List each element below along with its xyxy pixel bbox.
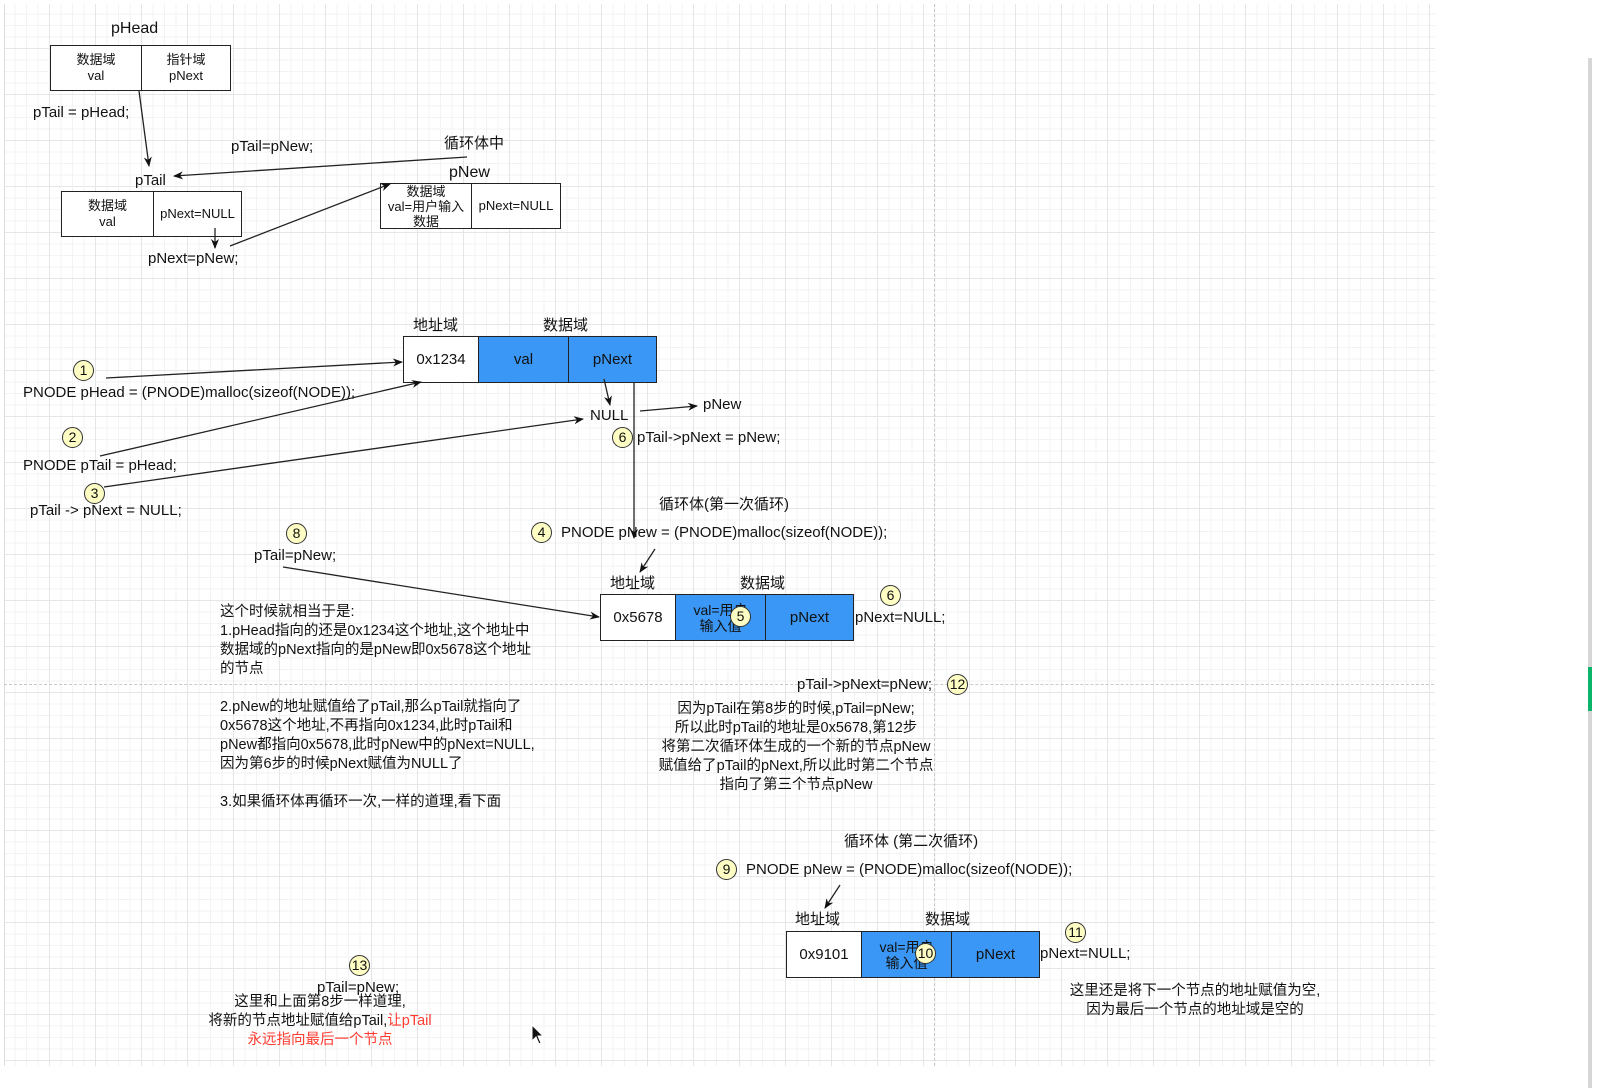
phead-node[interactable]: 数据域 val 指针域 pNext bbox=[50, 45, 231, 91]
node1-data-header: 数据域 bbox=[543, 317, 589, 334]
step-badge-10: 10 bbox=[915, 943, 936, 964]
pnew-label-top: pNew bbox=[449, 164, 490, 181]
step11-code: pNext=NULL; bbox=[1040, 945, 1131, 962]
step13-code: pTail=pNew; bbox=[317, 979, 400, 996]
diagram-canvas[interactable] bbox=[4, 4, 1435, 1066]
ptail-node[interactable]: 数据域 val pNext=NULL bbox=[61, 191, 242, 237]
scrollbar-thumb[interactable] bbox=[1588, 667, 1592, 711]
pnext-assign-label: pNext=pNew; bbox=[148, 250, 239, 267]
node2[interactable]: 0x5678 val=用户 输入值 pNext bbox=[600, 594, 854, 641]
step-badge-8: 8 bbox=[286, 523, 307, 544]
pnew-pointer-cell: pNext=NULL bbox=[471, 184, 560, 228]
explanation-note-1: 这个时候就相当于是: 1.pHead指向的还是0x1234这个地址,这个地址中 … bbox=[220, 604, 535, 810]
mouse-cursor-icon bbox=[531, 1024, 545, 1045]
explanation-note-13: 这里和上面第8步一样道理, 将新的节点地址赋值给pTail,让pTail 永远指… bbox=[180, 993, 460, 1050]
ptail-pnew-label: pTail=pNew; bbox=[231, 138, 314, 155]
step9-code: PNODE pNew = (PNODE)malloc(sizeof(NODE))… bbox=[746, 861, 1073, 878]
step-badge-1: 1 bbox=[73, 360, 94, 381]
loop2-title: 循环体 (第二次循环) bbox=[844, 833, 979, 850]
node1-addr-header: 地址域 bbox=[413, 317, 459, 334]
node1-next: pNext bbox=[568, 337, 656, 382]
note13-highlight-1: 让pTail bbox=[387, 1013, 432, 1029]
loop-body-label: 循环体中 bbox=[444, 135, 505, 152]
step-badge-13: 13 bbox=[349, 955, 370, 976]
step6-code: pTail->pNext = pNew; bbox=[637, 429, 781, 446]
node3-data-header: 数据域 bbox=[925, 911, 971, 928]
page-break-horizontal bbox=[4, 684, 1434, 685]
step-badge-6b: 6 bbox=[880, 585, 901, 606]
node1-val: val bbox=[478, 337, 568, 382]
note13-highlight-2: 永远指向最后一个节点 bbox=[247, 1032, 393, 1048]
ptail-data-cell: 数据域 val bbox=[87, 198, 127, 229]
node1-addr: 0x1234 bbox=[416, 350, 466, 368]
step-badge-2: 2 bbox=[62, 427, 83, 448]
page-break-vertical bbox=[934, 4, 935, 1066]
step-badge-11: 11 bbox=[1065, 922, 1086, 943]
step3-code: pTail -> pNext = NULL; bbox=[30, 502, 182, 519]
step-badge-6: 6 bbox=[612, 427, 633, 448]
note13-text: 这里和上面第8步一样道理, 将新的节点地址赋值给pTail, bbox=[208, 994, 406, 1029]
step1-code: PNODE pHead = (PNODE)malloc(sizeof(NODE)… bbox=[23, 384, 356, 401]
step12-code: pTail->pNext=pNew; bbox=[797, 676, 933, 693]
pnew-data-cell: 数据域 val=用户输入 数据 bbox=[387, 183, 465, 229]
node1[interactable]: 0x1234 val pNext bbox=[403, 336, 657, 383]
step-badge-5: 5 bbox=[730, 606, 751, 627]
ptail-pointer-cell: pNext=NULL bbox=[153, 192, 241, 236]
step-badge-4: 4 bbox=[531, 522, 552, 543]
phead-label: pHead bbox=[111, 20, 159, 37]
explanation-note-11: 这里还是将下一个节点的地址赋值为空, 因为最后一个节点的地址域是空的 bbox=[1069, 983, 1321, 1018]
explanation-note-12: 因为pTail在第8步的时候,pTail=pNew; 所以此时pTail的地址是… bbox=[658, 701, 934, 793]
node2-next: pNext bbox=[765, 595, 853, 640]
node2-addr: 0x5678 bbox=[613, 608, 663, 626]
node3-val: val=用户 输入值 bbox=[861, 932, 951, 977]
step-badge-9: 9 bbox=[716, 859, 737, 880]
step2-code: PNODE pTail = pHead; bbox=[23, 457, 177, 474]
loop1-title: 循环体(第一次循环) bbox=[659, 496, 789, 513]
null-label: NULL bbox=[590, 407, 629, 424]
phead-pointer-cell: 指针域 pNext bbox=[141, 46, 230, 90]
node3-addr-header: 地址域 bbox=[795, 911, 841, 928]
node2-data-header: 数据域 bbox=[740, 575, 786, 592]
step8-code: pTail=pNew; bbox=[254, 547, 337, 564]
node2-val: val=用户 输入值 bbox=[675, 595, 765, 640]
node3[interactable]: 0x9101 val=用户 输入值 pNext bbox=[786, 931, 1040, 978]
scrollbar-track[interactable] bbox=[1588, 58, 1592, 1088]
step6b-code: pNext=NULL; bbox=[855, 609, 946, 626]
step-badge-3: 3 bbox=[84, 483, 105, 504]
assign-ptail-phead: pTail = pHead; bbox=[33, 104, 130, 121]
pnew-node-top[interactable]: 数据域 val=用户输入 数据 pNext=NULL bbox=[380, 183, 561, 229]
node3-next: pNext bbox=[951, 932, 1039, 977]
step4-code: PNODE pNew = (PNODE)malloc(sizeof(NODE))… bbox=[561, 524, 888, 541]
pnew-label-mid: pNew bbox=[703, 396, 742, 413]
step-badge-12: 12 bbox=[947, 674, 968, 695]
ptail-label: pTail bbox=[135, 172, 166, 189]
phead-data-cell: 数据域 val bbox=[76, 52, 116, 83]
node2-addr-header: 地址域 bbox=[610, 575, 656, 592]
node3-addr: 0x9101 bbox=[799, 945, 849, 963]
